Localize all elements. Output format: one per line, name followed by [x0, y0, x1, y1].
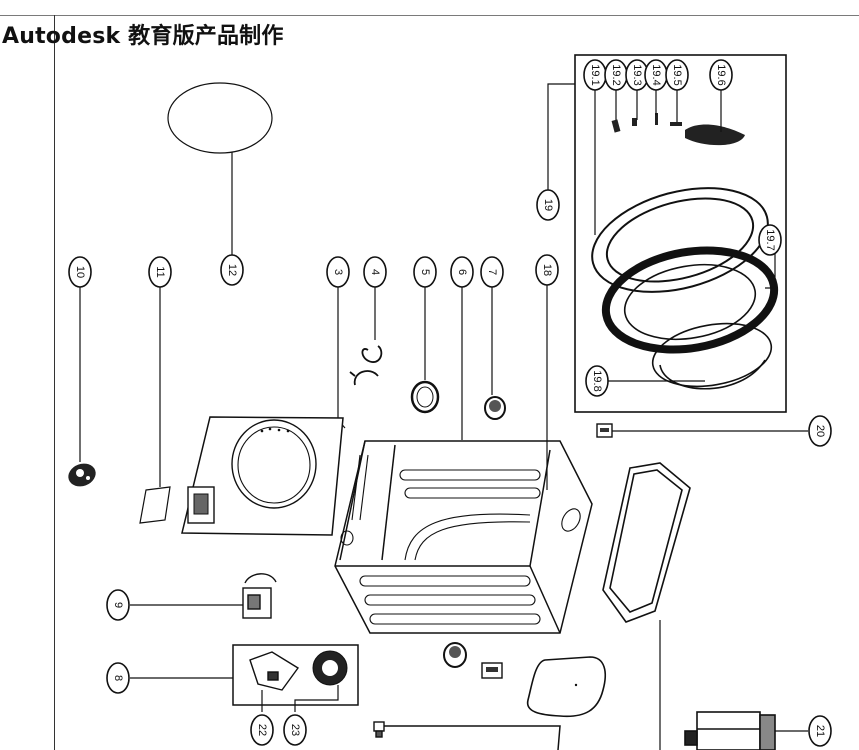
- callout-4-label: 4: [369, 269, 381, 275]
- part-22-motor: [684, 711, 776, 750]
- callout-9: 9: [106, 589, 130, 621]
- leader-3: [337, 285, 346, 429]
- callout-19-4-label: 19.4: [650, 64, 662, 85]
- callout-19-4: 19.4: [644, 59, 668, 91]
- callout-22-label: 22: [256, 724, 268, 736]
- callout-19-3-label: 19.3: [631, 64, 643, 85]
- callout-18: 18: [535, 254, 559, 286]
- callout-8: 8: [106, 662, 130, 694]
- part-21-front-panel: [602, 462, 691, 623]
- callout-19-1-label: 19.1: [589, 64, 601, 85]
- callout-20-label: 20: [814, 425, 826, 437]
- part-7-foot: [484, 396, 506, 420]
- callout-7-label: 7: [486, 269, 498, 275]
- left-rule: [54, 15, 55, 750]
- hose-connector: [373, 721, 385, 738]
- callout-19-7-label: 19.7: [764, 229, 776, 250]
- part-4-clip: [349, 345, 383, 386]
- callout-19-8-label: 19.8: [591, 370, 603, 391]
- callout-3: 3: [326, 256, 350, 288]
- callout-19-2-label: 19.2: [610, 64, 622, 85]
- part-6-cabinet: [334, 440, 593, 634]
- callout-19: 19: [536, 189, 560, 221]
- callout-9-label: 9: [112, 602, 124, 608]
- callout-19-5-label: 19.5: [671, 64, 683, 85]
- part-20-clip: [596, 423, 613, 438]
- part-11-label: [139, 486, 171, 524]
- callout-22: 22: [250, 714, 274, 746]
- callout-21: 21: [808, 715, 832, 747]
- part-8-board: [249, 651, 300, 691]
- callout-10: 10: [68, 256, 92, 288]
- callout-6-label: 6: [456, 269, 468, 275]
- callout-19-6-label: 19.6: [715, 64, 727, 85]
- callout-18-label: 18: [541, 264, 553, 276]
- hose-part: [382, 725, 561, 750]
- callout-21-label: 21: [814, 725, 826, 737]
- callout-11: 11: [148, 256, 172, 288]
- callout-19-1: 19.1: [583, 59, 607, 91]
- callout-20: 20: [808, 415, 832, 447]
- door-assembly-frame: [574, 54, 787, 413]
- callout-6: 6: [450, 256, 474, 288]
- callout-23: 23: [283, 714, 307, 746]
- part-8-knob: [312, 650, 348, 686]
- callout-4: 4: [363, 256, 387, 288]
- callout-19-2: 19.2: [604, 59, 628, 91]
- part-5-ring: [410, 380, 440, 414]
- autodesk-watermark: Autodesk 教育版产品制作: [2, 24, 284, 49]
- callout-12-label: 12: [226, 264, 238, 276]
- callout-19-3: 19.3: [625, 59, 649, 91]
- callout-19-8: 19.8: [585, 365, 609, 397]
- callout-5: 5: [413, 256, 437, 288]
- callout-3-label: 3: [332, 269, 344, 275]
- loose-foot: [443, 642, 467, 668]
- callout-8-label: 8: [112, 675, 124, 681]
- door-ring-outer: [591, 187, 769, 293]
- callout-7: 7: [480, 256, 504, 288]
- callout-12: 12: [220, 254, 244, 286]
- top-rule: [0, 15, 859, 16]
- callout-10-label: 10: [74, 266, 86, 278]
- door-gasket-shape: [526, 656, 606, 718]
- callout-19-7: 19.7: [758, 224, 782, 256]
- callout-23-label: 23: [289, 724, 301, 736]
- part-9-pump: [242, 573, 277, 619]
- door-glass: [651, 322, 773, 390]
- part-12-oval: [167, 82, 273, 154]
- part-3-top-panel: [181, 416, 344, 536]
- leader-19: [547, 83, 575, 200]
- callout-19-6: 19.6: [709, 59, 733, 91]
- door-small-parts: [611, 113, 745, 146]
- callout-5-label: 5: [419, 269, 431, 275]
- part-10-connector: [68, 463, 96, 487]
- loose-clip: [481, 662, 503, 679]
- callout-19-label: 19: [542, 199, 554, 211]
- callout-19-5: 19.5: [665, 59, 689, 91]
- door-gasket: [601, 246, 779, 354]
- callout-11-label: 11: [154, 266, 166, 277]
- leader-23: [294, 685, 339, 712]
